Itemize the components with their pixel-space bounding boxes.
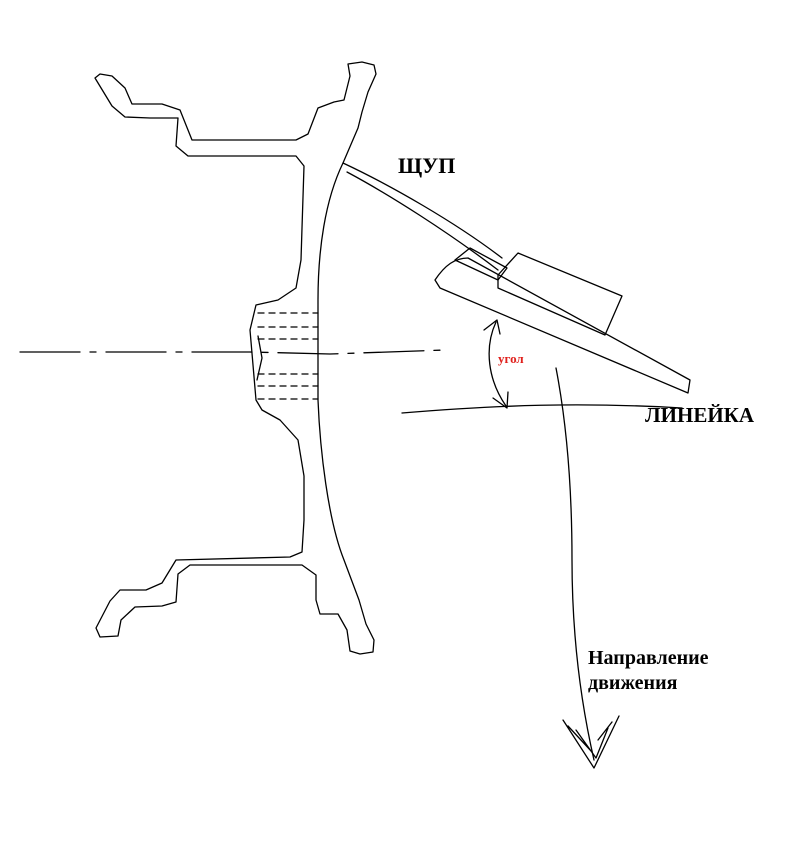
probe-block bbox=[497, 252, 623, 336]
probe-tip bbox=[454, 247, 508, 281]
hub-center-mark bbox=[256, 335, 263, 381]
reference-line bbox=[401, 404, 683, 414]
hub-bolt-lines bbox=[257, 312, 319, 400]
probe-rod bbox=[342, 162, 503, 271]
axle-center-line bbox=[19, 349, 446, 355]
direction-label: Направление движения bbox=[588, 646, 709, 696]
direction-label-line2: движения bbox=[588, 672, 678, 694]
angle-arc bbox=[488, 321, 507, 407]
ruler-label: ЛИНЕЙКА bbox=[645, 403, 755, 427]
wheel-rim-outline bbox=[94, 61, 377, 655]
angle-arrow-top bbox=[483, 319, 501, 335]
ruler-body bbox=[434, 257, 691, 394]
angle-label: угол bbox=[498, 351, 524, 366]
direction-arrowhead bbox=[562, 715, 620, 769]
direction-label-line1: Направление bbox=[588, 647, 709, 669]
probe-label: ЩУП bbox=[398, 153, 456, 178]
direction-line bbox=[555, 367, 595, 761]
angle-arrow-bottom bbox=[492, 391, 509, 409]
